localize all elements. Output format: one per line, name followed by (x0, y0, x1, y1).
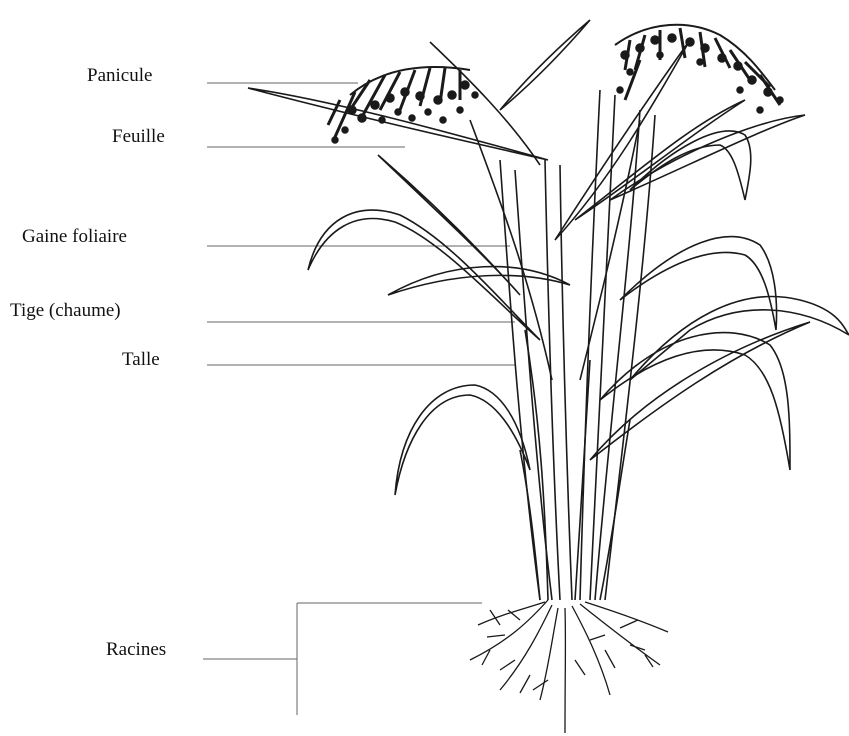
roots (470, 600, 668, 733)
leaves (248, 20, 849, 495)
label-talle: Talle (122, 350, 160, 369)
label-tige: Tige (chaume) (10, 301, 121, 320)
label-racines: Racines (106, 640, 166, 659)
panicle-right (615, 25, 783, 113)
label-gaine-foliaire: Gaine foliaire (22, 227, 127, 246)
leader-lines (203, 83, 516, 715)
label-panicule: Panicule (87, 66, 152, 85)
stems (470, 90, 655, 600)
label-feuille: Feuille (112, 127, 165, 146)
panicle-left (328, 67, 478, 143)
